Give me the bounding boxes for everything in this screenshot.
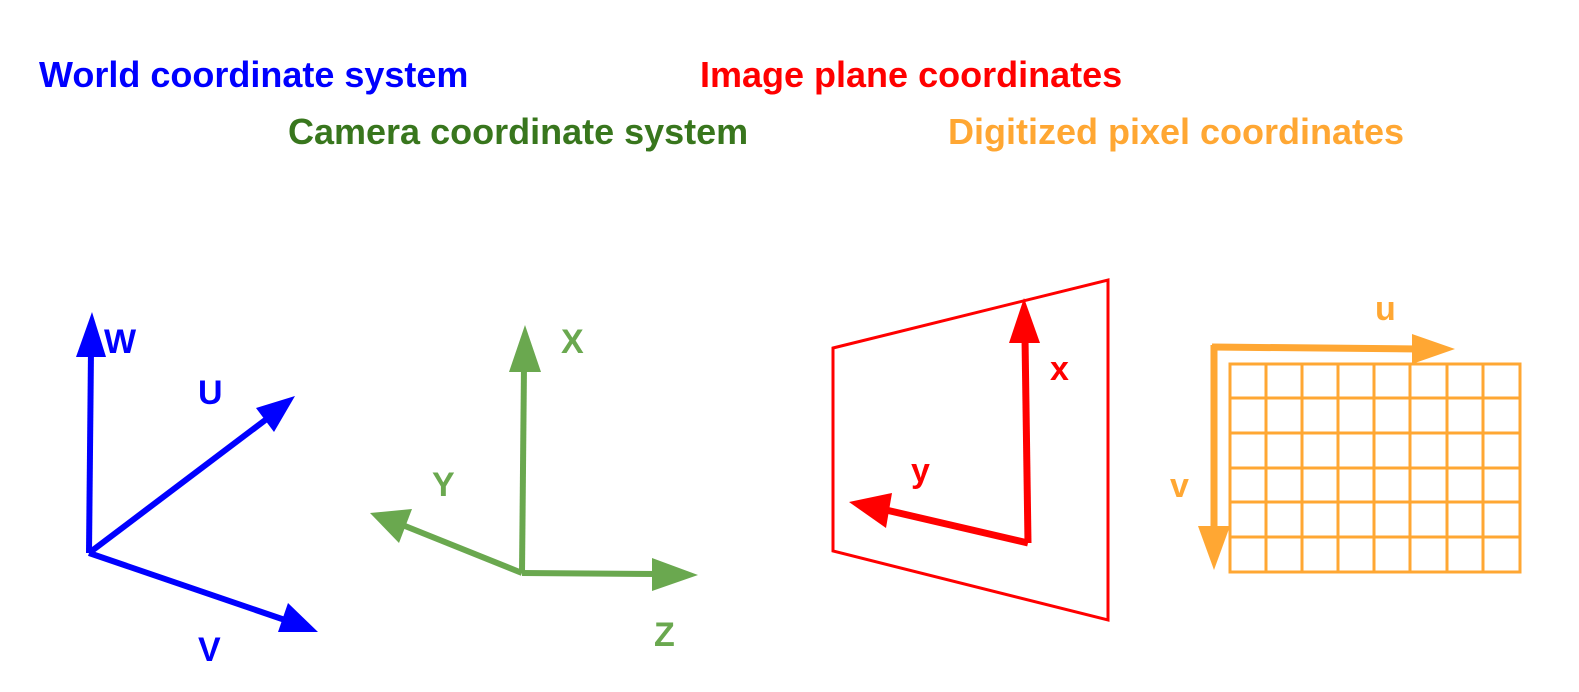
- world-w-label: W: [104, 323, 137, 361]
- camera-coordinate-title: Camera coordinate system: [288, 111, 749, 152]
- world-axes: W U V: [76, 312, 318, 669]
- camera-axes: X Y Z: [370, 323, 698, 654]
- world-w-axis: [86, 349, 94, 554]
- image-x-label: x: [1050, 350, 1069, 388]
- image-x-axis: [1021, 337, 1032, 544]
- image-y-arrowhead: [849, 493, 892, 528]
- camera-z-label: Z: [654, 616, 675, 654]
- pixel-grid-lines: [1230, 364, 1520, 572]
- image-plane: x y: [831, 278, 1110, 622]
- pixel-grid: [1228, 362, 1522, 574]
- camera-x-arrowhead: [509, 325, 541, 372]
- world-coordinate-title: World coordinate system: [39, 54, 469, 95]
- image-y-label: y: [911, 452, 930, 490]
- world-u-axis: [87, 415, 270, 556]
- world-u-label: U: [198, 374, 223, 412]
- camera-z-arrowhead: [652, 558, 698, 591]
- image-y-axis: [885, 506, 1029, 547]
- pixel-u-axis: [1211, 343, 1421, 353]
- camera-x-label: X: [561, 323, 584, 361]
- world-v-arrowhead: [278, 603, 318, 632]
- pixel-v-label: v: [1170, 467, 1189, 505]
- world-v-axis: [88, 550, 286, 623]
- camera-y-axis: [403, 523, 524, 576]
- pixel-u-arrowhead: [1412, 334, 1455, 364]
- camera-y-arrowhead: [370, 509, 412, 543]
- image-plane-outline: [831, 278, 1110, 622]
- pixel-u-label: u: [1375, 290, 1396, 328]
- image-x-arrowhead: [1009, 298, 1040, 343]
- camera-x-axis: [519, 364, 527, 574]
- world-u-arrowhead: [256, 396, 295, 432]
- camera-z-axis: [521, 570, 659, 577]
- pixel-axes: u v: [1170, 290, 1455, 570]
- image-plane-title: Image plane coordinates: [700, 54, 1123, 95]
- camera-y-label: Y: [432, 466, 455, 504]
- pixel-v-arrowhead: [1198, 526, 1230, 570]
- world-v-label: V: [198, 631, 221, 669]
- world-w-arrowhead: [76, 312, 106, 357]
- pixel-coordinate-title: Digitized pixel coordinates: [948, 111, 1405, 152]
